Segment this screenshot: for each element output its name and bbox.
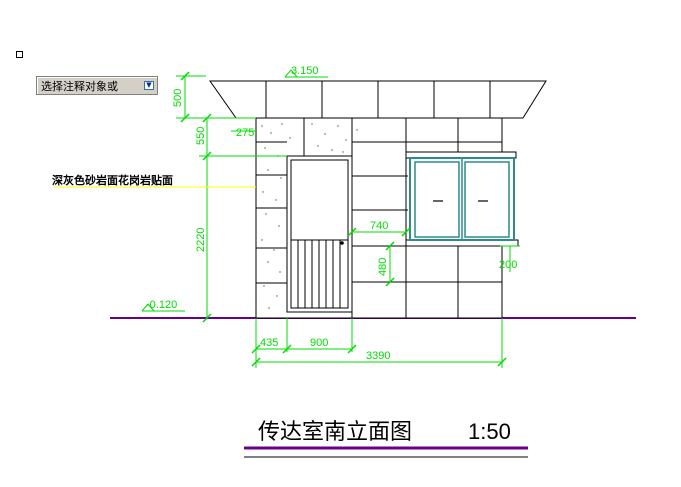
tooltip-text: 选择注释对象或 <box>41 80 118 93</box>
dim-roof-height: 500 <box>172 89 184 107</box>
drawing-scale: 1:50 <box>468 419 511 444</box>
window-pane-right <box>464 161 510 238</box>
annotation-select-tooltip[interactable]: 选择注释对象或 ▼ <box>36 76 158 95</box>
drawing-title: 传达室南立面图 <box>258 419 412 444</box>
window-pane-left <box>414 161 460 238</box>
granite-texture <box>261 123 358 309</box>
dimension-ticks <box>180 71 507 367</box>
dim-pilaster-offset: 275 <box>236 127 254 139</box>
dim-total-width: 3390 <box>366 350 390 362</box>
dimension-lines <box>141 69 520 368</box>
dim-sill-height: 480 <box>377 258 389 276</box>
dim-left-offset: 435 <box>260 337 278 349</box>
elevation-ground-label: -0.120 <box>146 299 177 311</box>
selection-grip[interactable] <box>16 51 23 58</box>
material-annotation: 深灰色砂岩面花岗岩贴面 <box>52 173 173 187</box>
door-bars <box>297 240 341 308</box>
arrow-down-icon[interactable]: ▼ <box>144 81 154 90</box>
dim-window-offset: 740 <box>370 220 388 232</box>
roof-joints <box>265 81 491 118</box>
dim-wall-height: 2220 <box>195 228 207 252</box>
dim-band-height: 550 <box>195 127 207 145</box>
door-handle-icon <box>340 241 344 245</box>
dim-sill-projection: 200 <box>499 259 517 271</box>
dim-door-width: 900 <box>310 337 328 349</box>
elevation-top-label: 3.150 <box>291 65 319 77</box>
